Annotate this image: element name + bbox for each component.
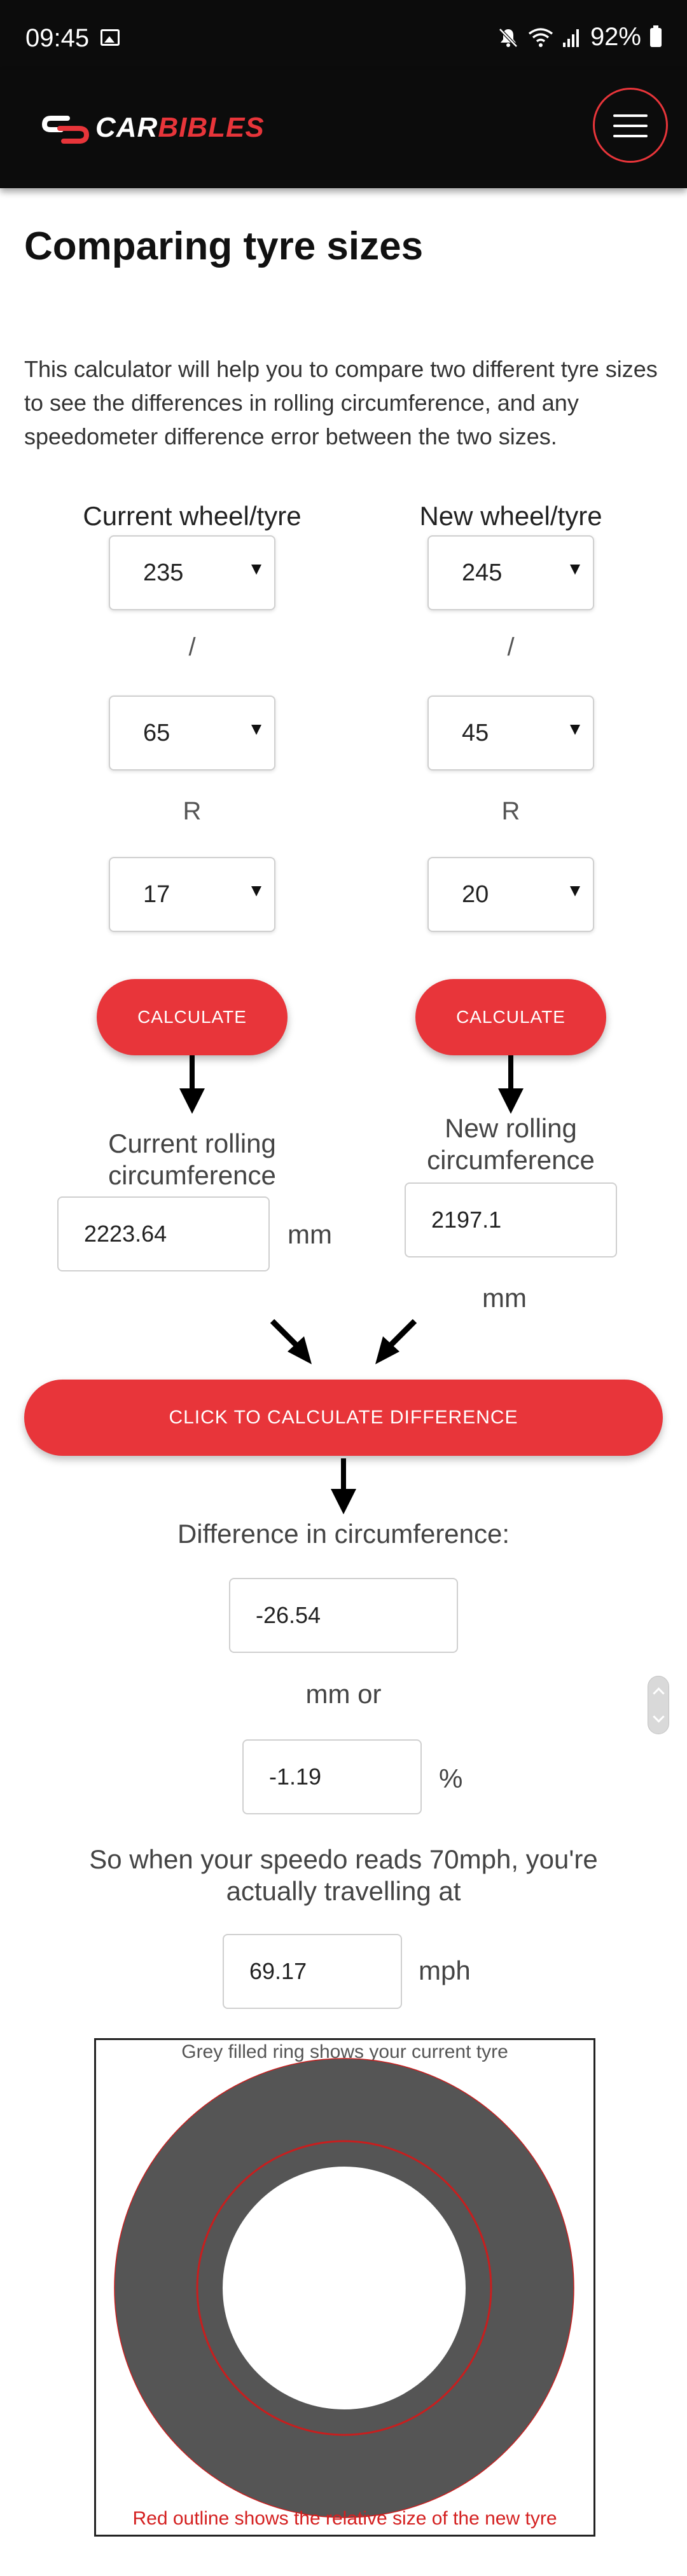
current-rim-value: 17 (143, 881, 170, 908)
hamburger-menu-icon (613, 114, 648, 117)
current-r-separator: R (183, 797, 202, 825)
difference-mm-unit: mm or (305, 1679, 382, 1709)
gallery-icon (101, 29, 120, 46)
arrows-graphic (179, 1055, 524, 1514)
current-result-field: 2223.64 (57, 1196, 270, 1271)
down-arrow-icon (498, 1055, 524, 1114)
speedo-label: So when your speedo reads 70mph, you're … (89, 1844, 598, 1906)
battery-icon (650, 25, 662, 47)
new-rim-select[interactable]: 20 (427, 857, 594, 932)
tyre-ring-diagram: Grey filled ring shows your current tyre… (94, 2038, 595, 2537)
new-profile-select[interactable]: 45 (427, 695, 594, 771)
current-result-value: 2223.64 (84, 1221, 167, 1247)
new-calculate-button[interactable]: CALCULATE (415, 979, 606, 1055)
new-profile-value: 45 (462, 720, 489, 746)
difference-mm-value: -26.54 (256, 1602, 321, 1628)
current-rim-select[interactable]: 17 (109, 857, 275, 932)
down-arrow-icon (179, 1055, 205, 1114)
status-bar: 09:45 92% (0, 0, 687, 70)
hamburger-menu-button[interactable] (593, 88, 668, 163)
new-rim-value: 20 (462, 881, 489, 908)
chevron-down-icon (251, 565, 261, 575)
actual-speed-value: 69.17 (249, 1958, 307, 1984)
tyre-ring-graphic (114, 2058, 574, 2518)
new-result-value: 2197.1 (431, 1207, 502, 1233)
calculate-difference-button[interactable]: CLICK TO CALCULATE DIFFERENCE (24, 1380, 663, 1456)
current-slash-separator: / (188, 633, 196, 661)
mute-icon (499, 27, 518, 48)
signal-icon (562, 29, 579, 47)
current-tyre-outer-edge (114, 2058, 574, 2518)
scroll-handle[interactable] (648, 1676, 669, 1734)
intro-text: This calculator will help you to compare… (24, 356, 658, 449)
current-width-select[interactable]: 235 (109, 535, 275, 610)
current-profile-value: 65 (143, 720, 170, 746)
difference-percent-field: -1.19 (242, 1739, 422, 1814)
chevron-down-icon (251, 725, 261, 735)
hamburger-menu-icon (613, 125, 648, 127)
diagonal-arrow-icon (375, 1319, 417, 1364)
new-tyre-outline (196, 2140, 492, 2436)
wifi-icon (528, 27, 553, 47)
ring-caption-bottom: Red outline shows the relative size of t… (132, 2508, 557, 2529)
new-result-label: New rolling circumference (427, 1113, 595, 1175)
current-result-label: Current rolling circumference (108, 1128, 276, 1190)
current-column-title: Current wheel/tyre (83, 501, 302, 531)
chevron-down-icon (570, 565, 580, 575)
difference-label: Difference in circumference: (177, 1519, 510, 1549)
new-column-title: New wheel/tyre (419, 501, 602, 531)
logo-text-bibles: BIBLES (158, 112, 265, 143)
new-result-unit: mm (482, 1283, 527, 1313)
page-title: Comparing tyre sizes (24, 224, 424, 268)
battery-percent: 92% (590, 23, 641, 51)
current-calculate-button[interactable]: CALCULATE (97, 979, 288, 1055)
difference-mm-field: -26.54 (229, 1578, 458, 1653)
status-icons: 92% (497, 23, 662, 51)
new-width-value: 245 (462, 559, 503, 586)
logo-mark-icon[interactable] (42, 114, 89, 144)
new-width-select[interactable]: 245 (427, 535, 594, 610)
logo-text-car: CAR (95, 112, 158, 143)
down-arrow-icon (331, 1458, 356, 1514)
hamburger-menu-icon (613, 135, 648, 137)
diagonal-arrow-icon (270, 1319, 312, 1364)
site-header: CARBIBLES (0, 70, 687, 188)
site-logo[interactable]: CARBIBLES (95, 112, 265, 144)
difference-percent-unit: % (439, 1764, 463, 1793)
actual-speed-field: 69.17 (223, 1934, 402, 2009)
chevron-down-icon (251, 886, 261, 896)
current-tyre-ring (114, 2059, 574, 2518)
new-r-separator: R (501, 797, 520, 825)
chevron-down-icon (570, 886, 580, 896)
current-profile-select[interactable]: 65 (109, 695, 275, 771)
current-result-unit: mm (288, 1219, 332, 1249)
new-result-field: 2197.1 (405, 1182, 617, 1257)
new-slash-separator: / (507, 633, 515, 661)
actual-speed-unit: mph (419, 1956, 471, 1985)
status-time: 09:45 (25, 24, 90, 52)
chevron-down-icon (570, 725, 580, 735)
difference-percent-value: -1.19 (269, 1764, 322, 1790)
current-width-value: 235 (143, 559, 184, 586)
